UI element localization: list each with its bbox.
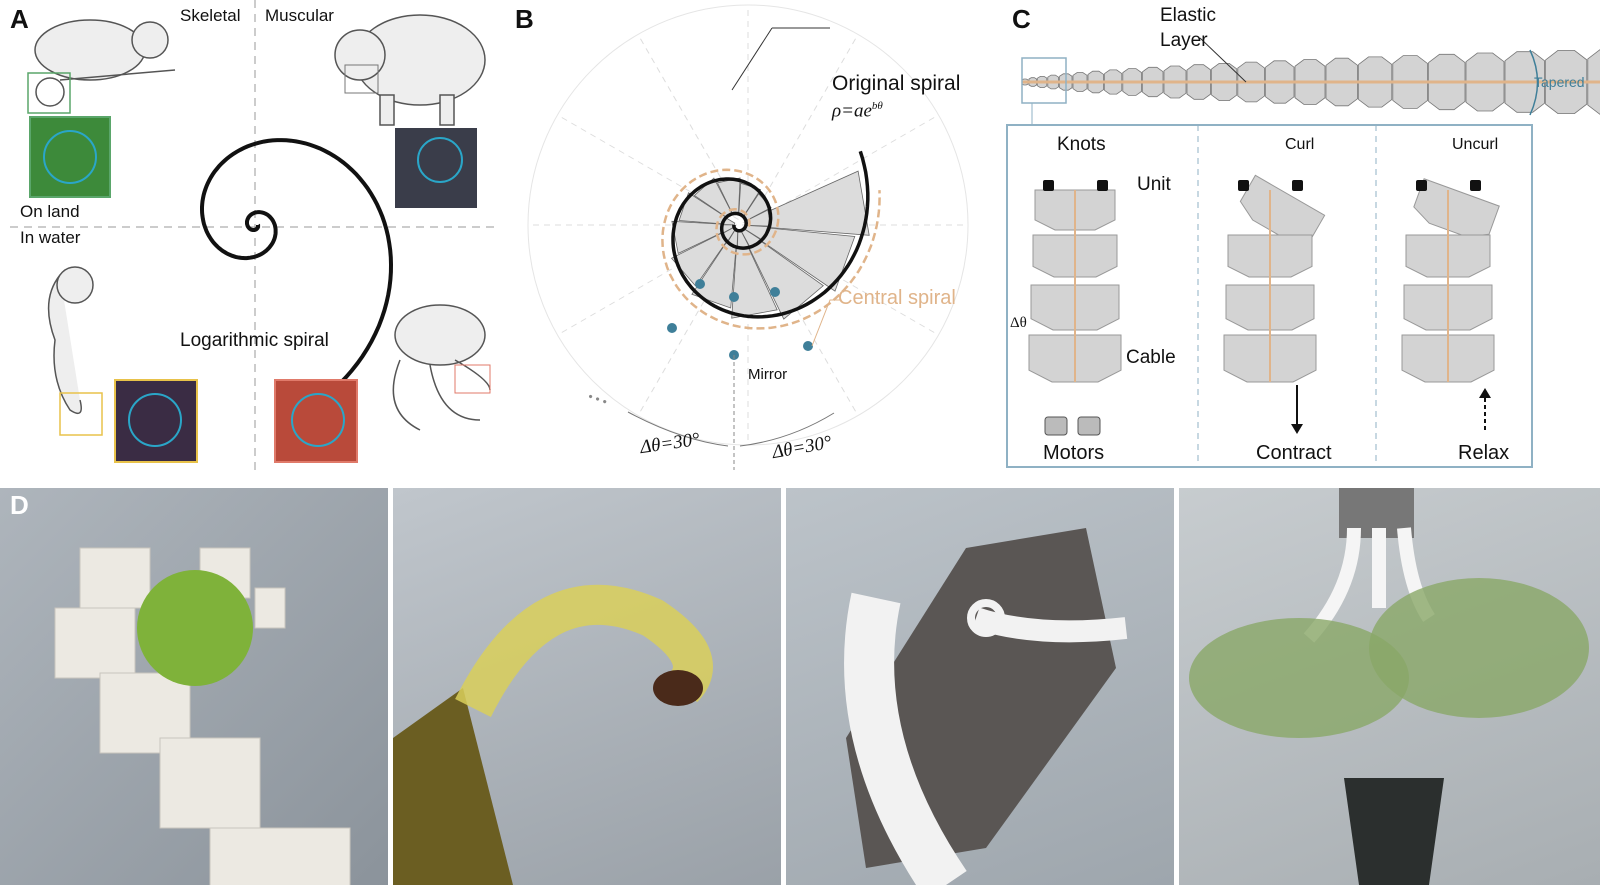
knot-icon [1043,180,1054,191]
central-spiral-label: Central spiral [838,287,956,309]
unit-stack [1223,174,1326,383]
logarithmic-spiral [200,138,394,399]
chameleon-highlight-box [27,72,71,114]
formula: ρ=aebθ [832,100,883,122]
photo-plant-grasp [1179,488,1600,885]
panel-b-letter: B [515,4,534,34]
central-spiral [661,168,881,330]
chameleon-sketch [34,19,176,107]
seahorse-tail-photo [114,379,198,463]
contract-label: Contract [1256,442,1332,464]
panel-d-letter: D [10,490,29,520]
photo-rock-grasp [786,488,1174,885]
uncurl-label: Uncurl [1452,136,1499,153]
unit-stacks [1028,174,1500,383]
tapered-arrow [1529,49,1539,116]
elephant-sketch [334,14,486,126]
detail-box [1006,124,1533,468]
panel-b: B Original spiral ρ=aebθ Central spiral … [500,0,1000,475]
octopus-sketch [392,304,491,431]
logarithmic-spiral-label: Logarithmic spiral [180,330,329,351]
rock-grasp-illustration [844,528,1128,885]
elephant-trunk-photo [395,128,477,208]
elastic-label: Elastic [1160,5,1216,26]
knots-label: Knots [1057,134,1106,155]
knot-icon [1470,180,1481,191]
muscular-label: Muscular [265,6,334,25]
tapered-label: Tapered [1534,74,1585,90]
tapered-chain [1021,49,1600,115]
knot-icon [1416,180,1427,191]
spiral-unit [767,170,870,236]
motors-label: Motors [1043,442,1105,464]
on-land-label: On land [20,202,80,221]
seahorse-sketch [47,266,94,415]
original-spiral-leader [731,27,773,91]
photo-insect-grasp [393,488,781,885]
central-spiral-leader [811,299,840,347]
unit-stack [1401,178,1500,383]
elastic-layer-leader [1199,37,1247,83]
elephant-highlight-box [344,64,379,94]
zoom-box [1021,57,1067,104]
panel-c: C Elastic Layer Tapered Knots Unit Δθ Ca… [1000,0,1600,475]
unit-stack [1028,180,1122,383]
mirror-label: Mirror [748,366,788,383]
pot [1344,778,1444,885]
panel-c-letter: C [1012,4,1031,34]
panel-c-drawing [1006,37,1600,468]
panel-a: A Skeletal Muscular On land In water Log… [0,0,500,475]
formula-base: ρ=ae [832,100,872,122]
knot-icon [1238,180,1249,191]
motors-icon [1044,416,1101,436]
insect-grasp-illustration [393,584,713,885]
apple [137,570,253,686]
delta-theta-label: Δθ [1010,315,1027,331]
photo-apple-grasp: D [0,488,388,885]
plant-grasp-illustration [1189,488,1589,885]
relax-label: Relax [1458,442,1510,464]
panel-b-drawing [527,4,969,470]
unit-label: Unit [1137,174,1171,195]
panel-a-drawing [10,0,495,470]
curl-label: Curl [1285,136,1315,153]
knot-icon [1097,180,1108,191]
original-spiral [671,150,870,319]
insect [653,670,703,706]
panel-a-letter: A [10,4,29,34]
original-spiral-label: Original spiral [832,72,961,95]
layer-label: Layer [1160,30,1208,51]
cable-label: Cable [1126,347,1176,368]
in-water-label: In water [20,228,81,247]
chameleon-tail-photo [29,116,111,198]
apple-grasp-illustration [54,547,351,885]
delta-left-arrow [627,411,729,447]
knot-icon [1292,180,1303,191]
skeletal-label: Skeletal [180,6,241,25]
delta-right-arrow [739,412,835,447]
seahorse-highlight-box [59,392,103,436]
octopus-highlight-box [454,364,491,394]
formula-exponent: bθ [871,100,883,112]
